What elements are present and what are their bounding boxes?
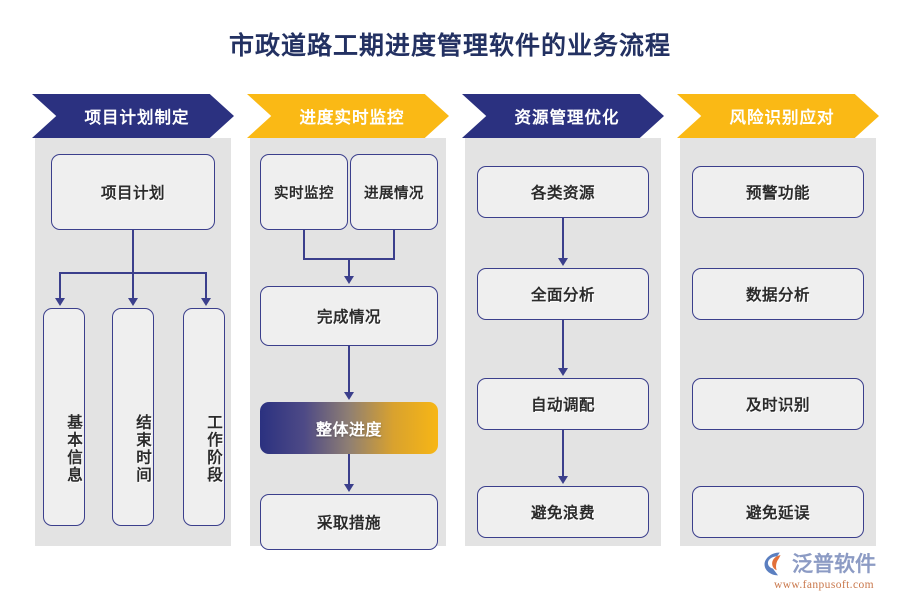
column-panel-risk-response: 预警功能 数据分析 及时识别 避免延误 — [680, 138, 876, 546]
arrowhead-to-allocation — [558, 368, 568, 376]
connector-drop-right — [205, 272, 207, 300]
node-realtime-monitor[interactable]: 实时监控 — [260, 154, 348, 230]
connector-completion-to-overall — [348, 346, 350, 394]
logo-row: 泛普软件 — [762, 548, 892, 578]
column-header-label: 项目计划制定 — [84, 109, 190, 127]
node-various-resources[interactable]: 各类资源 — [477, 166, 649, 218]
node-overall-progress[interactable]: 整体进度 — [260, 402, 438, 454]
connector-merge-right — [393, 230, 395, 260]
node-avoid-delay[interactable]: 避免延误 — [692, 486, 864, 538]
connector-allocation-to-waste — [562, 430, 564, 478]
column-header-risk-response[interactable]: 风险识别应对 — [677, 94, 879, 138]
arrowhead-to-completion — [344, 276, 354, 284]
flow-column-progress-monitor: 进度实时监控 实时监控 进展情况 完成情况 整体进度 采取措施 — [247, 94, 449, 550]
node-end-time[interactable]: 结束时间 — [112, 308, 154, 526]
column-header-progress-monitor[interactable]: 进度实时监控 — [247, 94, 449, 138]
arrowhead-left — [55, 298, 65, 306]
flow-columns: 项目计划制定 项目计划 基本信息 结束时间 工作阶段 — [32, 94, 879, 550]
connector-stem — [132, 230, 134, 274]
arrowhead-to-overall — [344, 392, 354, 400]
column-header-label: 风险识别应对 — [729, 109, 835, 127]
node-avoid-waste[interactable]: 避免浪费 — [477, 486, 649, 538]
flow-column-risk-response: 风险识别应对 预警功能 数据分析 及时识别 避免延误 — [677, 94, 879, 546]
flow-column-project-plan: 项目计划制定 项目计划 基本信息 结束时间 工作阶段 — [32, 94, 234, 546]
node-progress-status[interactable]: 进展情况 — [350, 154, 438, 230]
node-timely-identification[interactable]: 及时识别 — [692, 378, 864, 430]
node-basic-info[interactable]: 基本信息 — [43, 308, 85, 526]
node-work-stage[interactable]: 工作阶段 — [183, 308, 225, 526]
column-panel-progress-monitor: 实时监控 进展情况 完成情况 整体进度 采取措施 — [250, 138, 446, 550]
connector-merge-left — [303, 230, 305, 260]
flow-column-resource-optimization: 资源管理优化 各类资源 全面分析 自动调配 避免浪费 — [462, 94, 664, 546]
node-project-plan[interactable]: 项目计划 — [51, 154, 215, 230]
connector-analysis-to-allocation — [562, 320, 564, 370]
column-panel-resource-optimization: 各类资源 全面分析 自动调配 避免浪费 — [465, 138, 661, 546]
node-take-measures[interactable]: 采取措施 — [260, 494, 438, 550]
arrowhead-to-action — [344, 484, 354, 492]
node-completion-status[interactable]: 完成情况 — [260, 286, 438, 346]
node-auto-allocation[interactable]: 自动调配 — [477, 378, 649, 430]
connector-drop-left — [59, 272, 61, 300]
arrowhead-to-waste — [558, 476, 568, 484]
column-header-label: 资源管理优化 — [514, 109, 620, 127]
logo-wordmark: 泛普软件 — [792, 553, 876, 576]
node-comprehensive-analysis[interactable]: 全面分析 — [477, 268, 649, 320]
column-panel-project-plan: 项目计划 基本信息 结束时间 工作阶段 — [35, 138, 231, 546]
arrowhead-to-analysis — [558, 258, 568, 266]
arrowhead-right — [201, 298, 211, 306]
connector-overall-to-action — [348, 454, 350, 486]
connector-resources-to-analysis — [562, 218, 564, 260]
brand-logo: 泛普软件 www.fanpusoft.com — [762, 548, 892, 592]
column-header-resource-optimization[interactable]: 资源管理优化 — [462, 94, 664, 138]
column-header-project-plan[interactable]: 项目计划制定 — [32, 94, 234, 138]
arrowhead-center — [128, 298, 138, 306]
column-header-label: 进度实时监控 — [299, 109, 405, 127]
logo-url: www.fanpusoft.com — [774, 579, 874, 591]
node-data-analysis[interactable]: 数据分析 — [692, 268, 864, 320]
node-early-warning[interactable]: 预警功能 — [692, 166, 864, 218]
page-title: 市政道路工期进度管理软件的业务流程 — [228, 32, 671, 60]
connector-drop-center — [132, 272, 134, 300]
fanpu-logo-icon — [764, 552, 781, 575]
connector-merge-stem — [348, 258, 350, 278]
